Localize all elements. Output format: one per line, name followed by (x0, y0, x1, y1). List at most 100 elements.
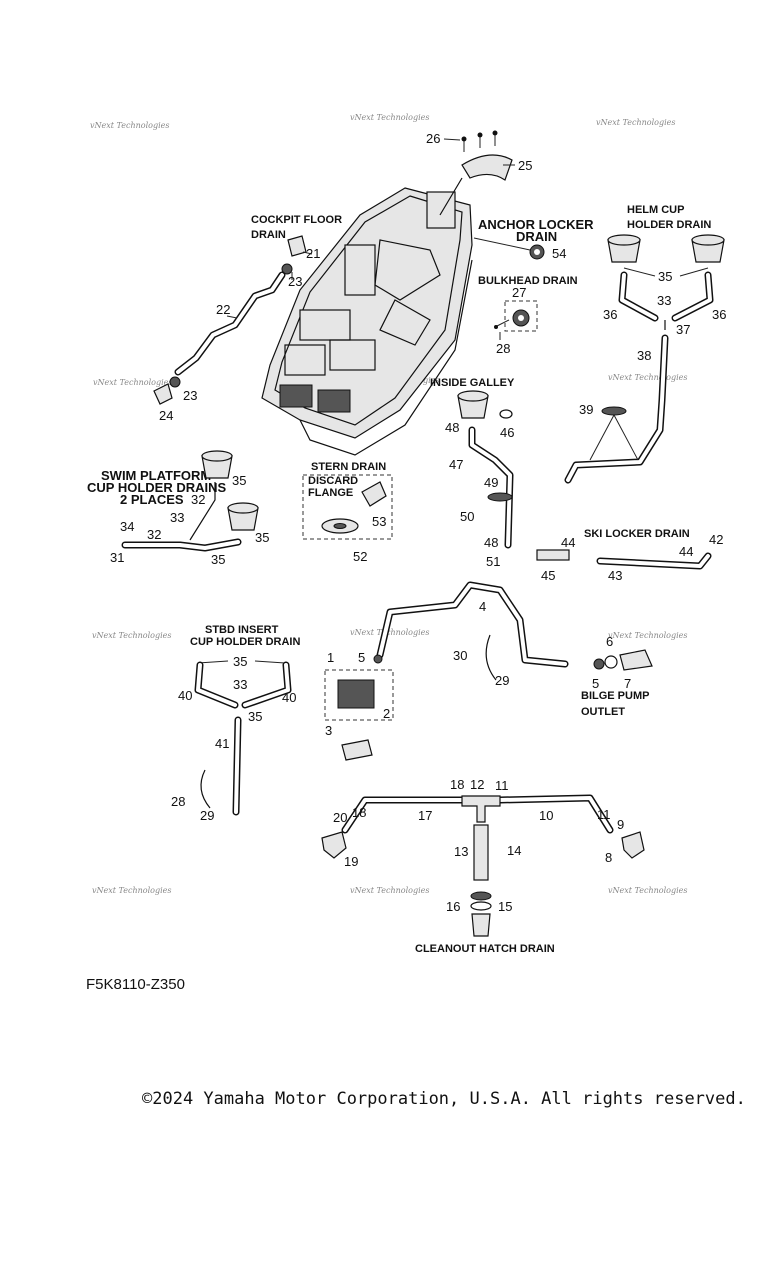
section-label: ANCHOR LOCKER (478, 217, 594, 232)
part-number: 10 (539, 808, 553, 823)
bulkhead-drain-group: BULKHEAD DRAIN 27 28 (478, 275, 578, 356)
swim-platform-drain-group: SWIM PLATFORM CUP HOLDER DRAINS 2 PLACES… (87, 450, 269, 567)
watermark: vNext Technologies (350, 113, 429, 122)
part-number: 20 (333, 810, 347, 825)
part-number: 51 (486, 554, 500, 569)
part-number: 48 (484, 535, 498, 550)
copyright-notice: ©2024 Yamaha Motor Corporation, U.S.A. A… (142, 1089, 746, 1109)
part-number: 15 (498, 899, 512, 914)
watermark: vNext Technologies (608, 631, 687, 640)
part-number: 35 (211, 552, 225, 567)
section-label: CUP HOLDER DRAINS (87, 480, 226, 495)
watermarks: vNext Technologies vNext Technologies vN… (90, 113, 687, 895)
bilge-pump-group: 4 1 5 2 3 30 29 6 5 7 BILGE PUMP OUTLET (324, 581, 653, 761)
part-number: 12 (470, 777, 484, 792)
part-number: 29 (495, 673, 509, 688)
part-number: 46 (500, 425, 514, 440)
watermark: vNext Technologies (608, 886, 687, 895)
part-number: 29 (200, 808, 214, 823)
inside-galley-group: INSIDE GALLEY 46 48 47 49 50 48 51 (430, 377, 515, 569)
part-number: 49 (484, 475, 498, 490)
part-number: 32 (191, 492, 205, 507)
section-label: CUP HOLDER DRAIN (190, 636, 300, 648)
watermark: vNext Technologies (92, 886, 171, 895)
cup-holder-icon (607, 234, 725, 263)
section-label: CLEANOUT HATCH DRAIN (415, 943, 555, 955)
part-number: 42 (709, 532, 723, 547)
part-number: 37 (676, 322, 690, 337)
section-label: HELM CUP (627, 204, 684, 216)
part-number: 5 (592, 676, 599, 691)
part-number: 35 (658, 269, 672, 284)
part-number: 28 (171, 794, 185, 809)
part-number: 31 (110, 550, 124, 565)
helm-cup-holder-drain-group: HELM CUP HOLDER DRAIN 35 33 36 36 37 38 … (564, 204, 726, 484)
part-number: 24 (159, 408, 173, 423)
watermark: vNext Technologies (350, 886, 429, 895)
part-number: 33 (657, 293, 671, 308)
part-number: 44 (561, 535, 575, 550)
ski-locker-drain-group: SKI LOCKER DRAIN 44 42 44 45 43 (536, 528, 723, 583)
part-number: 25 (518, 158, 532, 173)
part-number: 40 (178, 688, 192, 703)
diagram-code: F5K8110-Z350 (86, 976, 185, 993)
hatch-cover-group: 25 26 (426, 130, 532, 216)
section-label: BULKHEAD DRAIN (478, 275, 578, 287)
part-number: 3 (325, 723, 332, 738)
part-number: 7 (624, 676, 631, 691)
part-number: 21 (306, 246, 320, 261)
part-number: 36 (712, 307, 726, 322)
section-label: STBD INSERT (205, 624, 279, 636)
watermark: vNext Technologies (608, 373, 687, 382)
part-number: 33 (233, 677, 247, 692)
part-number: 11 (495, 778, 509, 793)
part-number: 1 (327, 650, 334, 665)
part-number: 41 (215, 736, 229, 751)
watermark: vNext Technologies (596, 118, 675, 127)
watermark: vNext Technologies (350, 628, 429, 637)
part-number: 8 (605, 850, 612, 865)
section-label: 2 PLACES (120, 492, 184, 507)
section-label: FLANGE (308, 487, 353, 499)
part-number: 35 (233, 654, 247, 669)
part-number: 2 (383, 706, 390, 721)
cleanout-hatch-drain-group: 18 12 11 17 10 20 18 19 11 9 8 13 14 16 … (321, 777, 645, 955)
section-label: BILGE PUMP (581, 690, 649, 702)
part-number: 23 (183, 388, 197, 403)
watermark: vNext Technologies (90, 121, 169, 130)
part-number: 44 (679, 544, 693, 559)
section-label: DRAIN (251, 229, 286, 241)
part-number: 26 (426, 131, 440, 146)
section-label: HOLDER DRAIN (627, 219, 711, 231)
section-label: SKI LOCKER DRAIN (584, 528, 690, 540)
part-number: 5 (358, 650, 365, 665)
section-label: SWIM PLATFORM (101, 468, 211, 483)
part-number: 35 (232, 473, 246, 488)
part-number: 28 (496, 341, 510, 356)
watermark: vNext Technologies (93, 378, 172, 387)
anchor-locker-drain-group: ANCHOR LOCKER DRAIN 54 (473, 217, 594, 261)
part-number: 32 (147, 527, 161, 542)
part-number: 50 (460, 509, 474, 524)
part-number: 43 (608, 568, 622, 583)
part-number: 16 (446, 899, 460, 914)
part-number: 22 (216, 302, 230, 317)
stbd-insert-drain-group: STBD INSERT CUP HOLDER DRAIN 35 40 33 40… (171, 624, 300, 823)
part-number: 35 (255, 530, 269, 545)
part-number: 18 (352, 805, 366, 820)
part-number: 27 (512, 285, 526, 300)
part-number: 6 (606, 634, 613, 649)
part-number: 40 (282, 690, 296, 705)
part-number: 30 (453, 648, 467, 663)
part-number: 52 (353, 549, 367, 564)
part-number: 33 (170, 510, 184, 525)
part-number: 48 (445, 420, 459, 435)
part-number: 4 (479, 599, 486, 614)
part-number: 11 (597, 807, 611, 822)
screw-icon (461, 130, 498, 152)
part-number: 54 (552, 246, 566, 261)
part-number: 47 (449, 457, 463, 472)
part-number: 34 (120, 519, 134, 534)
part-number: 13 (454, 844, 468, 859)
part-number: 39 (579, 402, 593, 417)
